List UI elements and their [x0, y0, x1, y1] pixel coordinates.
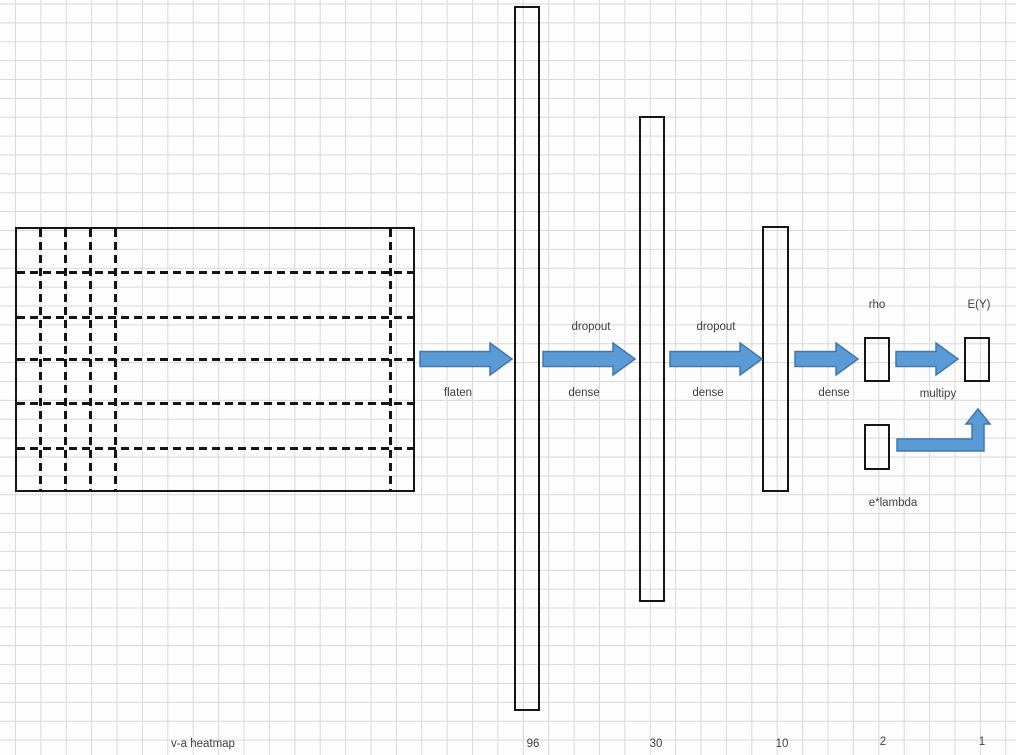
label-units-96: 96 [526, 738, 540, 750]
layer-bar-30[interactable] [639, 116, 665, 602]
label-units-2: 2 [879, 736, 887, 748]
e-lambda-elbow-arrow-shape[interactable] [896, 407, 992, 452]
label-input-heatmap: v-a heatmap [171, 738, 235, 750]
layer-bar-96[interactable] [514, 6, 540, 711]
label-dense-3: dense [818, 387, 850, 399]
label-multipy: multipy [919, 388, 957, 400]
heatmap-matrix-shape[interactable] [15, 227, 415, 492]
e-lambda-box[interactable] [864, 424, 890, 470]
matrix-dashed-line-horizontal [17, 358, 413, 361]
matrix-dashed-line-horizontal [17, 271, 413, 274]
dense-arrow-2[interactable] [669, 341, 764, 377]
multipy-arrow-shape[interactable] [895, 341, 960, 377]
label-rho: rho [868, 299, 886, 311]
label-units-30: 30 [649, 738, 663, 750]
dense-arrow-3[interactable] [794, 341, 860, 377]
label-expected-value: E(Y) [967, 299, 991, 311]
label-e-lambda: e*lambda [868, 497, 918, 509]
label-dense-2: dense [692, 387, 724, 399]
label-dropout-2: dropout [696, 321, 736, 333]
matrix-dashed-line-horizontal [17, 447, 413, 450]
dense-arrow-1[interactable] [542, 341, 637, 377]
matrix-dashed-line-horizontal [17, 316, 413, 319]
label-flaten: flaten [443, 387, 473, 399]
rho-box[interactable] [864, 337, 890, 382]
label-units-10: 10 [775, 738, 789, 750]
label-dense-1: dense [568, 387, 600, 399]
expected-value-box[interactable] [964, 337, 990, 382]
label-units-1: 1 [978, 736, 986, 748]
label-dropout-1: dropout [571, 321, 611, 333]
matrix-dashed-line-horizontal [17, 402, 413, 405]
flaten-arrow-shape[interactable] [419, 341, 514, 377]
